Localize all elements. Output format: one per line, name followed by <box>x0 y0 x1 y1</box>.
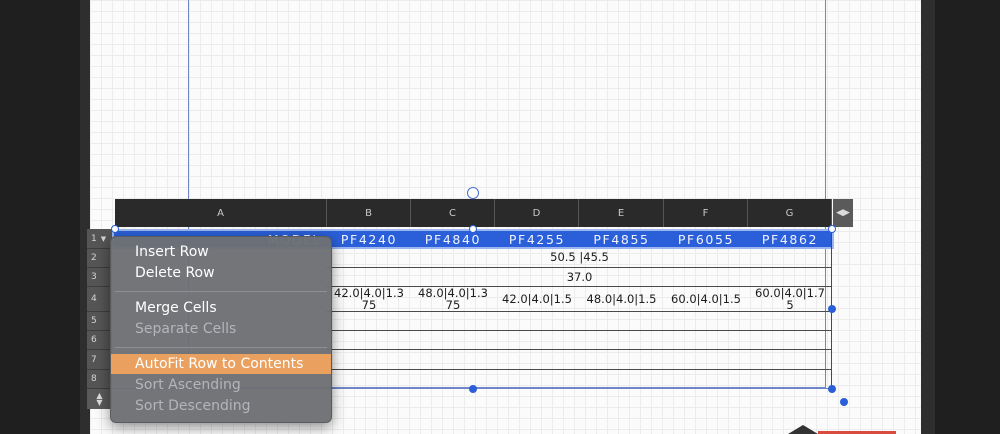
row-divider <box>326 286 832 287</box>
row-label: 8 <box>91 374 97 384</box>
merged-cell[interactable]: 37.0 <box>566 270 593 284</box>
row-context-menu: Insert Row Delete Row Merge Cells Separa… <box>110 236 332 423</box>
table-cell[interactable]: 48.0|4.0|1.5 <box>586 292 657 306</box>
table-cell[interactable]: PF4862 <box>761 231 819 247</box>
up-down-arrows-icon[interactable]: ▲▼ <box>87 389 112 409</box>
table-cell[interactable]: 42.0|4.0|1.3 75 <box>334 286 404 312</box>
menu-item-sort-descending: Sort Descending <box>135 398 251 414</box>
row-label: 7 <box>91 354 97 365</box>
column-header-c[interactable]: C <box>411 199 495 227</box>
row-header-2[interactable]: 2 <box>87 249 112 268</box>
left-gutter <box>80 0 90 434</box>
row-divider <box>326 311 832 312</box>
row-divider <box>326 369 832 370</box>
column-header-g[interactable]: G <box>748 199 832 227</box>
row-label: 5 <box>91 316 97 326</box>
row-divider <box>326 349 832 350</box>
table-cell[interactable]: 48.0|4.0|1.3 75 <box>418 286 488 312</box>
row-divider <box>326 267 832 268</box>
column-header-a[interactable]: A <box>115 199 327 227</box>
row-header-3[interactable]: 3 <box>87 268 112 287</box>
menu-item-sort-ascending: Sort Ascending <box>135 377 241 393</box>
menu-separator <box>115 347 327 348</box>
menu-item-separate-cells: Separate Cells <box>135 321 237 337</box>
column-label: E <box>617 207 625 219</box>
table-resize-handle[interactable] <box>840 398 848 406</box>
table-cell[interactable]: 60.0|4.0|1.7 5 <box>755 286 825 312</box>
column-header-e[interactable]: E <box>579 199 664 227</box>
row-header-1[interactable]: 1▼ <box>87 229 112 249</box>
table-cell[interactable]: PF4840 <box>424 231 482 247</box>
menu-item-delete-row[interactable]: Delete Row <box>135 265 215 281</box>
menu-separator <box>115 291 327 292</box>
resize-handle-bottom-right[interactable] <box>828 385 836 393</box>
menu-item-autofit-row[interactable]: AutoFit Row to Contents <box>111 354 331 374</box>
row-divider <box>326 330 832 331</box>
row-header-5[interactable]: 5 <box>87 312 112 331</box>
table-cell[interactable]: PF4240 <box>340 231 398 247</box>
resize-handle-right[interactable] <box>828 305 836 313</box>
table-cell[interactable]: 42.0|4.0|1.5 <box>502 292 572 306</box>
column-label: D <box>532 207 541 219</box>
column-label: F <box>702 207 709 219</box>
row-label: 3 <box>91 272 97 282</box>
row-label: 4 <box>91 294 97 304</box>
resize-handle-top[interactable] <box>469 225 477 233</box>
row-label: 2 <box>91 253 97 263</box>
logo-roof <box>788 425 818 434</box>
menu-item-merge-cells[interactable]: Merge Cells <box>135 300 217 316</box>
chevron-down-icon[interactable]: ▼ <box>100 234 107 243</box>
row-header-6[interactable]: 6 <box>87 331 112 350</box>
left-right-arrows-icon[interactable]: ◀▶ <box>833 199 853 227</box>
column-label: G <box>785 207 794 219</box>
selection-frame <box>188 0 826 388</box>
right-gutter <box>921 0 935 434</box>
row-header-4[interactable]: 4 <box>87 287 112 312</box>
row-header-7[interactable]: 7 <box>87 350 112 370</box>
column-label: B <box>365 207 372 219</box>
row-header-8[interactable]: 8 <box>87 370 112 389</box>
logo-bar <box>818 431 896 434</box>
column-label: C <box>449 207 456 219</box>
resize-handle-top-right[interactable] <box>828 225 836 233</box>
column-header-b[interactable]: B <box>327 199 411 227</box>
table-cell[interactable]: 60.0|4.0|1.5 <box>671 292 741 306</box>
resize-handle-bottom[interactable] <box>469 385 477 393</box>
table-cell[interactable]: PF6055 <box>677 231 735 247</box>
resize-handle-top-left[interactable] <box>111 225 119 233</box>
table-cell[interactable]: PF4855 <box>593 231 650 247</box>
column-header-bar: A B C D E F G <box>115 199 832 227</box>
column-header-f[interactable]: F <box>664 199 748 227</box>
column-label: A <box>217 207 224 219</box>
column-header-d[interactable]: D <box>495 199 579 227</box>
right-dark-panel <box>935 0 1000 434</box>
merged-cell[interactable]: 50.5 |45.5 <box>550 250 609 264</box>
menu-item-insert-row[interactable]: Insert Row <box>135 244 209 260</box>
row-label: 6 <box>91 335 97 345</box>
table-cell[interactable]: PF4255 <box>508 231 566 247</box>
rotate-handle[interactable] <box>467 187 479 199</box>
left-dark-panel <box>0 0 80 434</box>
row-header-bar: 1▼ 2 3 4 5 6 7 8 <box>87 229 112 389</box>
row-label: 1 <box>91 233 97 244</box>
